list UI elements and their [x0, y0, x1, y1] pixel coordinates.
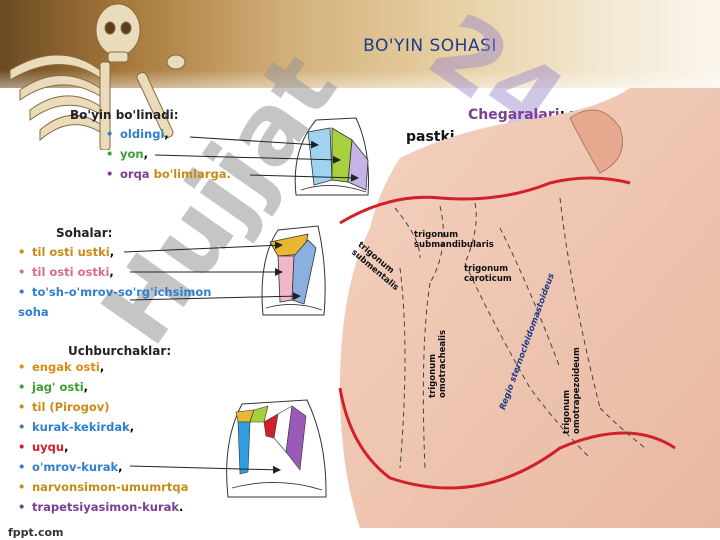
neck-anatomy-illustration [338, 88, 720, 528]
triangle-item: •engak osti, [18, 360, 105, 374]
triangle-item: •uyqu, [18, 440, 69, 454]
triangle-item: •jag' osti, [18, 380, 89, 394]
skeleton-illustration [9, 3, 186, 150]
footer-brand: fppt.com [8, 526, 64, 539]
triangle-item: •o'mrov-kurak, [18, 460, 123, 474]
slide-title: BO'YIN SOHASI [363, 36, 497, 56]
region-item-scm-cont: soha [18, 305, 49, 319]
division-heading: Bo'yin bo'linadi: [70, 108, 179, 122]
triangle-item: •narvonsimon-umumrtqa [18, 480, 189, 494]
neck-figure-triangles [226, 399, 327, 498]
region-item-infra: •til osti ostki, [18, 265, 114, 279]
triangle-item: •til (Pirogov) [18, 400, 110, 414]
division-item-back: •orqa bo'limlarga. [106, 167, 231, 181]
region-item-scm: •to'sh-o'mrov-so'rg'ichsimon [18, 285, 212, 299]
triangle-item: •kurak-kekirdak, [18, 420, 135, 434]
triangles-heading: Uchburchaklar: [68, 344, 172, 358]
division-item-side: •yon, [106, 147, 148, 161]
triangle-item: •trapetsiyasimon-kurak. [18, 500, 184, 514]
division-item-front: •oldingi, [106, 127, 169, 141]
region-item-supra: •til osti ustki, [18, 245, 115, 259]
regions-heading: Sohalar: [56, 226, 113, 240]
